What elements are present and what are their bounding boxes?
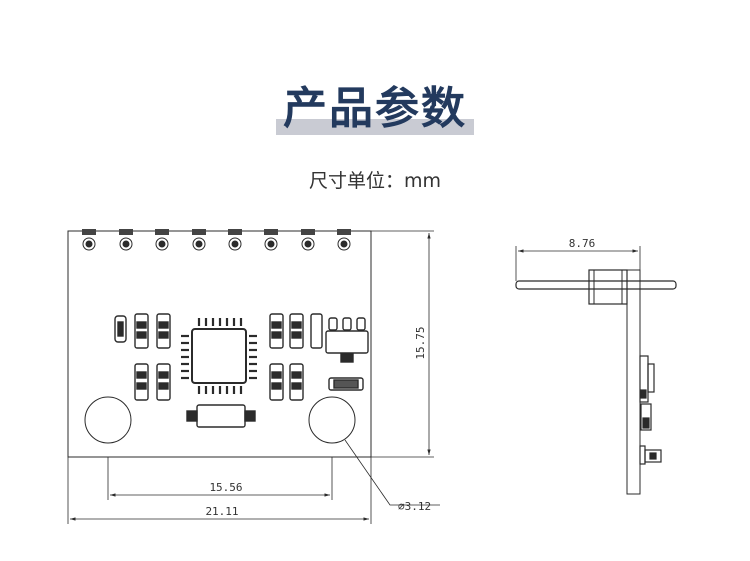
- title-underline-bar: [276, 119, 474, 135]
- bottom-component: [186, 404, 256, 428]
- hole-diameter-leader: [344, 439, 440, 506]
- height-label: 15.75: [414, 326, 427, 359]
- pin-header-row: [82, 229, 351, 251]
- qfn-chip: [181, 318, 257, 394]
- passive-components-right: [269, 313, 323, 401]
- header-plastic: [588, 269, 628, 305]
- side-depth-label: 8.76: [569, 237, 596, 250]
- unit-note: 尺寸单位：mm: [308, 170, 442, 192]
- header-pin: [515, 280, 677, 290]
- hole-diameter-label: ⌀3.12: [398, 500, 431, 513]
- hole-spacing-label: 15.56: [209, 481, 242, 494]
- back-components: [639, 355, 662, 465]
- board-outline: [67, 230, 372, 458]
- mounting-hole-right: [308, 396, 356, 444]
- side-view: [515, 246, 677, 495]
- title-area: 产品参数: [0, 78, 750, 140]
- mounting-hole-left: [84, 396, 132, 444]
- passive-components-left: [114, 313, 171, 401]
- pcb-edge: [626, 269, 641, 495]
- front-view: [67, 229, 440, 524]
- sot-regulator: [325, 317, 369, 391]
- board-width-label: 21.11: [205, 505, 238, 518]
- page-title: 产品参数: [283, 83, 467, 134]
